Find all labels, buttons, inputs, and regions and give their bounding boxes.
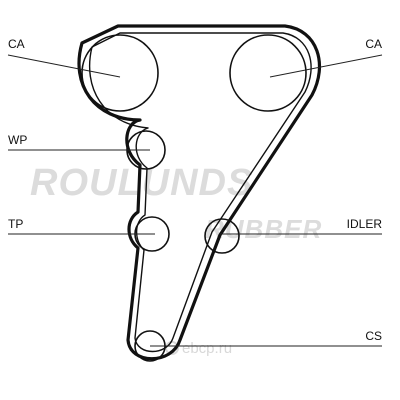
ca-left-pulley <box>81 34 159 112</box>
cs-label: CS <box>365 329 382 343</box>
ca-right-pulley <box>229 34 307 112</box>
ca-right-label: CA <box>365 37 382 51</box>
ca-right-leader <box>269 54 383 78</box>
idler-label: IDLER <box>347 217 383 231</box>
ca-left-label: CA <box>8 37 25 51</box>
idler-pulley <box>204 218 240 254</box>
belt-inner-outline <box>88 32 312 353</box>
belt-outline <box>77 24 321 361</box>
tp-label: TP <box>8 217 23 231</box>
watermark-site-text: ebcp.ru <box>182 340 232 357</box>
ca-left-leader <box>7 54 121 78</box>
wp-label: WP <box>8 133 27 147</box>
